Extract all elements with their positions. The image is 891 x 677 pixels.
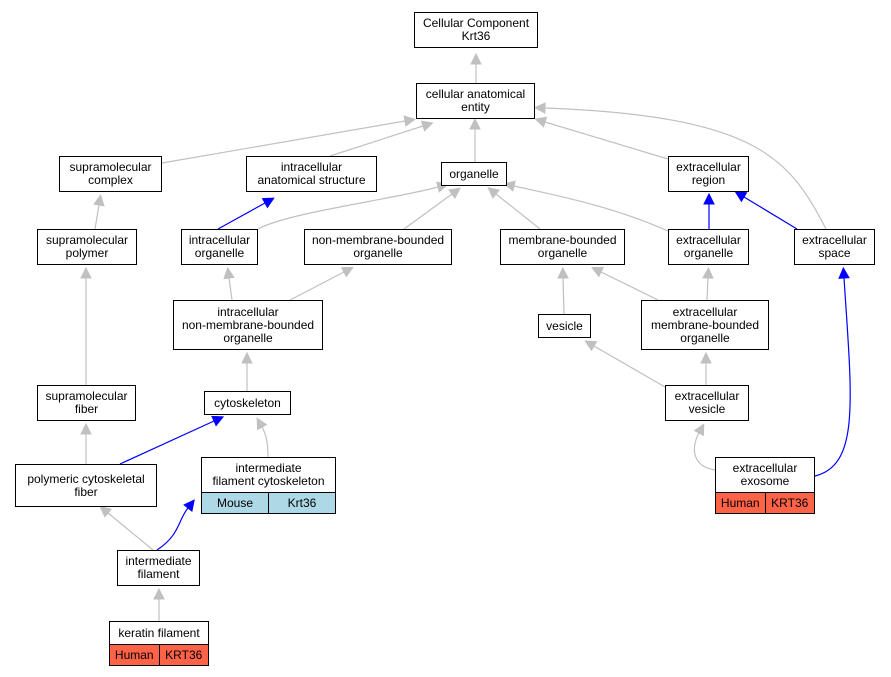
node-polymeric-cytoskeletal-fiber[interactable]: polymeric cytoskeletal fiber — [15, 464, 157, 507]
edge-extracellular-membrane-bounded-organelle-to-membrane-bounded-organelle — [591, 267, 659, 301]
node-organelle[interactable]: organelle — [441, 162, 507, 186]
arrowhead — [241, 351, 253, 364]
arrowhead — [838, 266, 850, 279]
edge-polymeric-cytoskeletal-fiber-to-supramolecular-fiber — [80, 422, 92, 464]
node-supramolecular-fiber[interactable]: supramolecular fiber — [37, 385, 136, 421]
gene-label: KRT36 — [765, 492, 815, 514]
arrowhead — [80, 266, 92, 279]
node-intracellular-organelle[interactable]: intracellular organelle — [181, 229, 258, 265]
arrowhead — [448, 187, 461, 199]
node-extracellular-exosome[interactable]: extracellular exosome — [715, 457, 815, 493]
arrowhead — [534, 116, 548, 128]
node-root[interactable]: Cellular Component Krt36 — [414, 12, 538, 48]
edge-non-membrane-bounded-organelle-to-organelle — [403, 187, 461, 230]
arrowhead — [700, 351, 712, 364]
gene-label: KRT36 — [159, 644, 209, 666]
edge-supramolecular-fiber-to-supramolecular-polymer — [80, 266, 92, 385]
arrowhead — [80, 422, 92, 435]
node-extracellular-space[interactable]: extracellular space — [794, 229, 875, 265]
edge-extracellular-membrane-bounded-organelle-to-extracellular-organelle — [702, 266, 714, 301]
arrowhead — [403, 115, 416, 127]
node-extracellular-region[interactable]: extracellular region — [668, 156, 749, 192]
node-extracellular-vesicle[interactable]: extracellular vesicle — [665, 385, 749, 421]
edge-intermediate-filament-to-intermediate-filament-cytoskeleton — [156, 499, 195, 551]
edge-extracellular-vesicle-to-extracellular-membrane-bounded-organelle — [700, 351, 712, 385]
arrowhead — [340, 266, 354, 278]
arrowhead — [693, 423, 705, 437]
node-cytoskeleton[interactable]: cytoskeleton — [204, 391, 291, 415]
edge-extracellular-space-to-extracellular-region — [734, 191, 798, 230]
edge-extracellular-region-to-cellular-anatomical-entity — [534, 116, 669, 160]
edge-extracellular-vesicle-to-vesicle — [584, 340, 666, 388]
arrowhead — [470, 52, 482, 65]
gene-label: Krt36 — [269, 492, 336, 514]
node-non-membrane-bounded-organelle[interactable]: non-membrane-bounded organelle — [304, 229, 452, 265]
species-label: Mouse — [201, 492, 269, 514]
node-intermediate-filament-cytoskeleton[interactable]: intermediate filament cytoskeleton — [201, 457, 336, 493]
edge-extracellular-exosome-to-extracellular-vesicle — [693, 423, 716, 471]
arrowhead — [211, 415, 225, 427]
arrowhead — [584, 340, 598, 352]
node-extracellular-membrane-bounded-organelle[interactable]: extracellular membrane-bounded organelle — [641, 300, 769, 350]
species-label: Human — [715, 492, 766, 514]
species-label: Human — [109, 644, 160, 666]
edge-intracellular-non-membrane-bounded-organelle-to-non-membrane-bounded-organelle — [289, 266, 354, 301]
node-intracellular-non-membrane-bounded-organelle[interactable]: intracellular non-membrane-bounded organ… — [173, 300, 323, 350]
edge-extracellular-space-to-cellular-anatomical-entity — [533, 102, 827, 230]
arrowhead — [99, 505, 113, 518]
edge-membrane-bounded-organelle-to-organelle — [487, 187, 541, 230]
arrowhead — [469, 117, 481, 130]
edge-intermediate-filament-to-polymeric-cytoskeletal-fiber — [99, 505, 154, 551]
edge-extracellular-exosome-to-extracellular-space — [814, 266, 851, 477]
edge-vesicle-to-membrane-bounded-organelle — [557, 266, 569, 315]
edge-extracellular-organelle-to-extracellular-region — [703, 192, 715, 229]
edge-intracellular-organelle-to-intracellular-anatomical-structure — [217, 197, 275, 230]
edge-supramolecular-polymer-to-supramolecular-complex — [93, 194, 105, 230]
arrowhead — [93, 194, 105, 207]
node-vesicle[interactable]: vesicle — [538, 314, 591, 338]
edge-keratin-filament-to-intermediate-filament — [153, 587, 165, 621]
arrowhead — [734, 191, 748, 203]
annotation-row-human-keratin: Human KRT36 — [109, 644, 209, 666]
node-intracellular-anatomical-structure[interactable]: intracellular anatomical structure — [246, 156, 377, 192]
arrowhead — [256, 417, 268, 431]
edge-intracellular-non-membrane-bounded-organelle-to-intracellular-organelle — [223, 266, 235, 301]
node-supramolecular-polymer[interactable]: supramolecular polymer — [37, 229, 137, 265]
node-intermediate-filament[interactable]: intermediate filament — [117, 550, 200, 586]
arrowhead — [487, 187, 501, 199]
arrowhead — [702, 266, 714, 279]
arrowhead — [533, 102, 546, 114]
edge-organelle-to-cellular-anatomical-entity — [469, 117, 481, 162]
node-membrane-bounded-organelle[interactable]: membrane-bounded organelle — [500, 229, 625, 265]
arrowhead — [223, 266, 235, 280]
arrowhead — [420, 120, 434, 132]
annotation-row-mouse: Mouse Krt36 — [201, 492, 336, 514]
arrowhead — [591, 267, 605, 278]
edge-intracellular-anatomical-structure-to-cellular-anatomical-entity — [329, 120, 434, 157]
edge-cellular-anatomical-entity-to-root — [470, 52, 482, 83]
edge-supramolecular-complex-to-cellular-anatomical-entity — [161, 115, 416, 164]
arrowhead — [183, 499, 195, 512]
node-supramolecular-complex[interactable]: supramolecular complex — [59, 156, 162, 192]
arrowhead — [153, 587, 165, 600]
annotation-row-human-exosome: Human KRT36 — [715, 492, 815, 514]
arrowhead — [261, 197, 275, 209]
edge-extracellular-organelle-to-organelle — [503, 180, 669, 232]
node-extracellular-organelle[interactable]: extracellular organelle — [668, 229, 749, 265]
node-cellular-anatomical-entity[interactable]: cellular anatomical entity — [416, 83, 535, 119]
edge-cytoskeleton-to-intracellular-non-membrane-bounded-organelle — [241, 351, 253, 391]
arrowhead — [557, 266, 569, 279]
arrowhead — [703, 192, 715, 205]
edge-intermediate-filament-cytoskeleton-to-cytoskeleton — [256, 417, 269, 458]
edge-polymeric-cytoskeletal-fiber-to-cytoskeleton — [119, 415, 225, 465]
node-keratin-filament[interactable]: keratin filament — [109, 621, 209, 645]
